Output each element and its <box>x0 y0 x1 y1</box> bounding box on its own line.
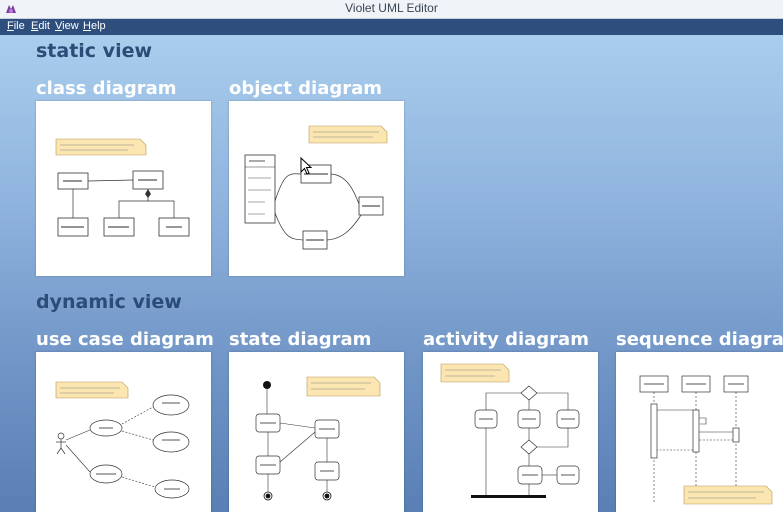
menu-view[interactable]: View <box>55 20 79 32</box>
window-title: Violet UML Editor <box>345 1 438 15</box>
mouse-pointer-icon <box>300 157 312 175</box>
object-diagram-label[interactable]: object diagram <box>229 78 383 99</box>
activity-diagram-preview <box>440 363 580 498</box>
activity-diagram-thumbnail[interactable] <box>423 352 598 512</box>
welcome-panel: static view class diagram object diagram <box>0 35 783 512</box>
menu-bar: File Edit View Help <box>0 19 783 35</box>
sequence-diagram-thumbnail[interactable] <box>616 352 783 512</box>
activity-diagram-label[interactable]: activity diagram <box>423 329 589 350</box>
class-diagram-preview <box>55 138 190 237</box>
object-diagram-preview <box>244 125 388 250</box>
menu-file[interactable]: File <box>7 20 25 32</box>
object-diagram-thumbnail[interactable] <box>229 101 404 276</box>
class-diagram-label[interactable]: class diagram <box>36 78 177 99</box>
use-case-diagram-preview <box>55 381 190 499</box>
use-case-diagram-label[interactable]: use case diagram <box>36 329 214 350</box>
menu-edit[interactable]: Edit <box>31 20 50 32</box>
violet-app-icon <box>6 5 16 13</box>
menu-help[interactable]: Help <box>83 20 106 32</box>
dynamic-view-heading: dynamic view <box>36 291 182 313</box>
sequence-diagram-label[interactable]: sequence diagram <box>616 329 783 350</box>
title-bar: Violet UML Editor <box>0 0 783 19</box>
state-diagram-preview <box>255 376 381 501</box>
use-case-diagram-thumbnail[interactable] <box>36 352 211 512</box>
state-diagram-thumbnail[interactable] <box>229 352 404 512</box>
sequence-diagram-preview <box>639 375 773 505</box>
class-diagram-thumbnail[interactable] <box>36 101 211 276</box>
state-diagram-label[interactable]: state diagram <box>229 329 372 350</box>
static-view-heading: static view <box>36 40 153 62</box>
